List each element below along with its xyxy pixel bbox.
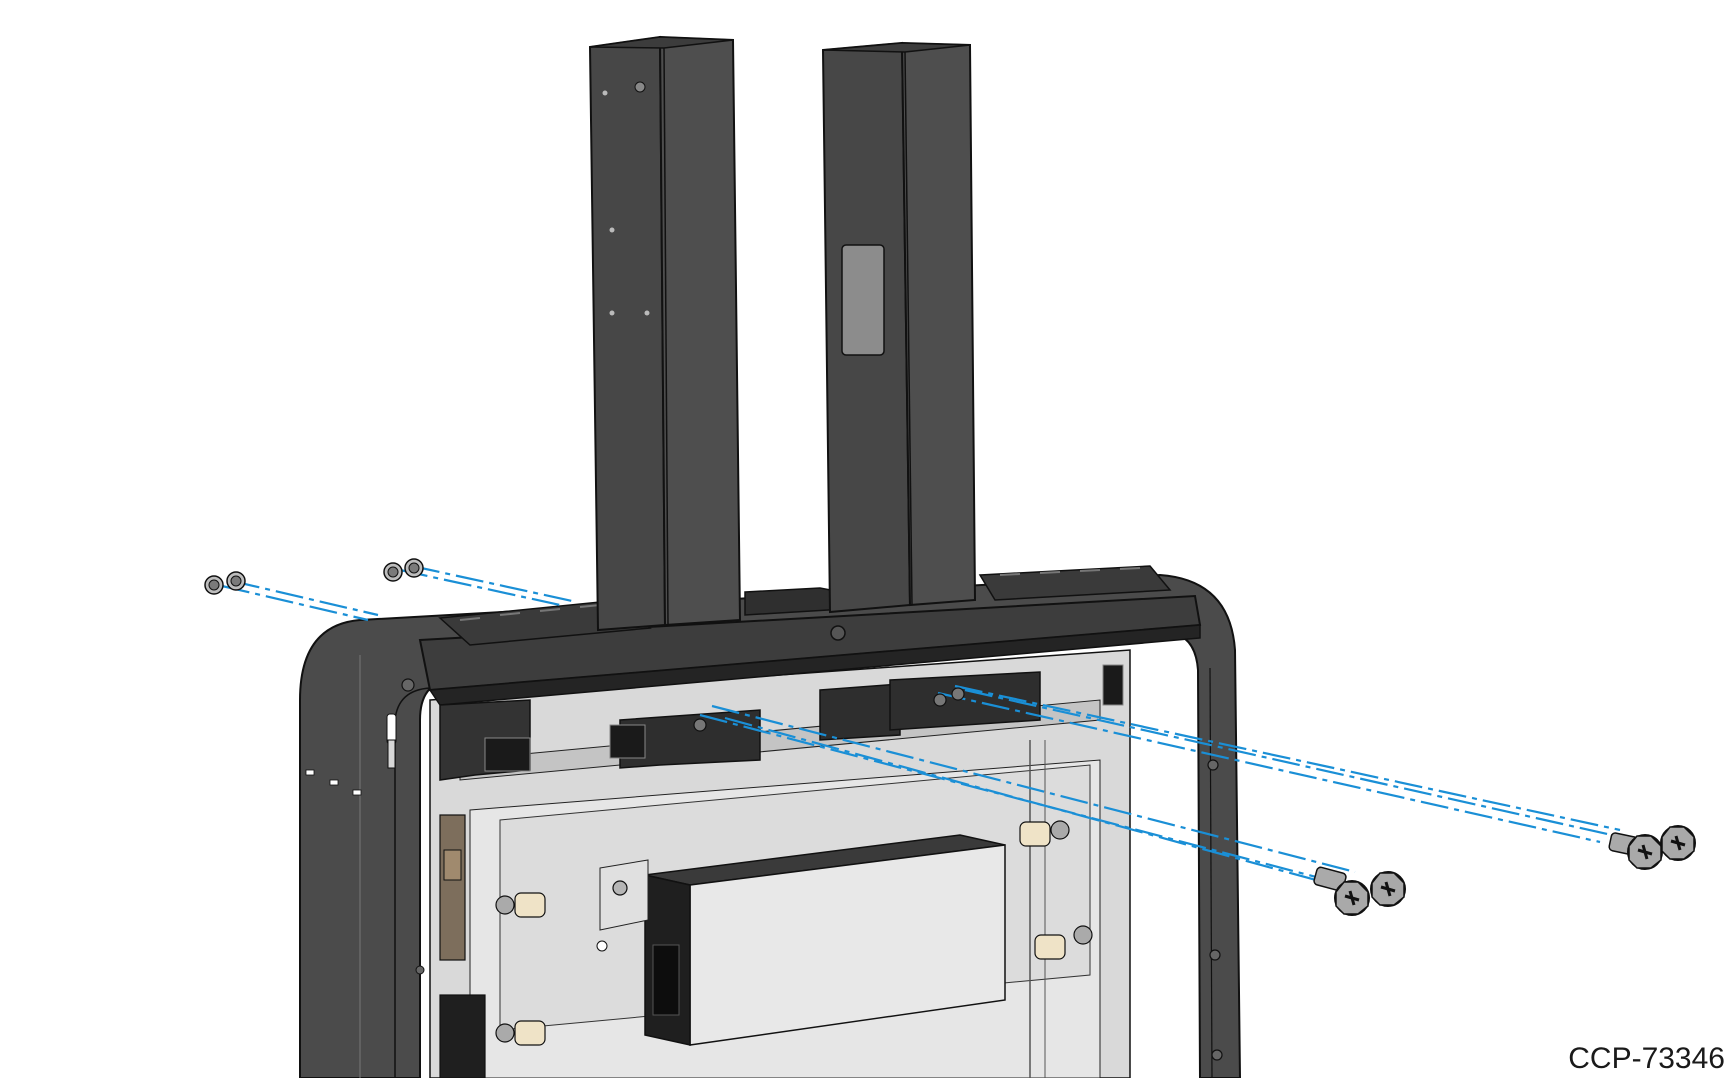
- upright-window: [841, 244, 885, 356]
- side-latch: [439, 814, 486, 1078]
- small-screws: [204, 558, 424, 595]
- left-upright: [588, 35, 742, 632]
- right-upright: [821, 41, 977, 614]
- top-crossbar: [418, 565, 1202, 781]
- large-screws: [1313, 824, 1697, 917]
- mounting-holes: [693, 687, 965, 732]
- cable-clips: [495, 820, 1093, 1046]
- figure-id-label: CCP-73346: [1568, 1042, 1725, 1075]
- guide-lines: [221, 564, 1626, 890]
- power-supply-module: [596, 834, 1006, 1046]
